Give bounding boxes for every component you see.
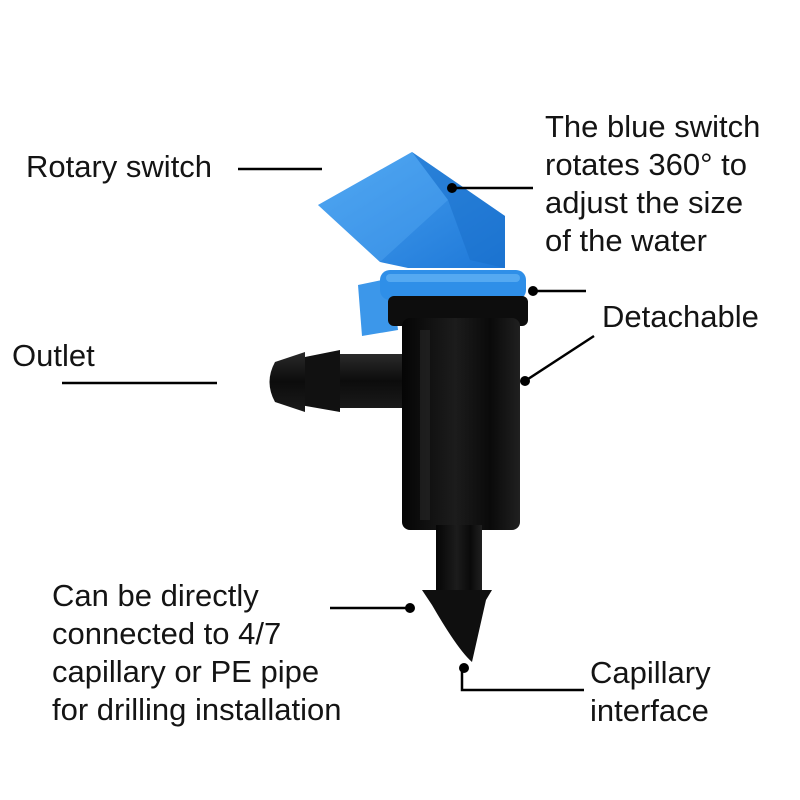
blue-switch-line-1: The blue switch [545,109,761,144]
dripper-body [402,318,520,530]
direct-connect-line-4: for drilling installation [52,692,342,727]
blue-switch-line-4: of the water [545,223,707,258]
capillary-interface-label: Capillary interface [590,654,711,730]
rotary-switch-label: Rotary switch [26,148,212,186]
capillary-interface-line-1: Capillary [590,655,711,690]
blue-switch-line-3: adjust the size [545,185,744,220]
rotary-switch-wing [318,152,505,336]
capillary-connector [422,525,492,662]
detachable-label: Detachable [602,298,759,336]
outlet-text: Outlet [12,338,95,373]
dripper-illustration [269,152,528,662]
rotary-switch-text: Rotary switch [26,149,213,184]
detachable-text: Detachable [602,299,759,334]
blue-switch-label: The blue switch rotates 360° to adjust t… [545,108,760,260]
capillary-interface-leader [460,669,584,692]
direct-connect-line-1: Can be directly [52,578,259,613]
direct-connect-line-3: capillary or PE pipe [52,654,320,689]
detachable-pointer-leader [524,334,595,383]
outlet-label: Outlet [12,337,95,375]
blue-switch-dot [447,183,457,193]
detachable-pointer-dot [520,376,530,386]
capillary-interface-line-2: interface [590,693,709,728]
direct-connect-dot [405,603,415,613]
leader-dots [405,183,538,673]
direct-connect-label: Can be directly connected to 4/7 capilla… [52,577,341,729]
capillary-tip-dot [459,663,469,673]
blue-switch-line-2: rotates 360° to [545,147,747,182]
direct-connect-line-2: connected to 4/7 [52,616,282,651]
leader-lines [62,167,595,692]
blue-ring [380,270,526,300]
detachable-top-dot [528,286,538,296]
outlet-barb [269,350,407,412]
